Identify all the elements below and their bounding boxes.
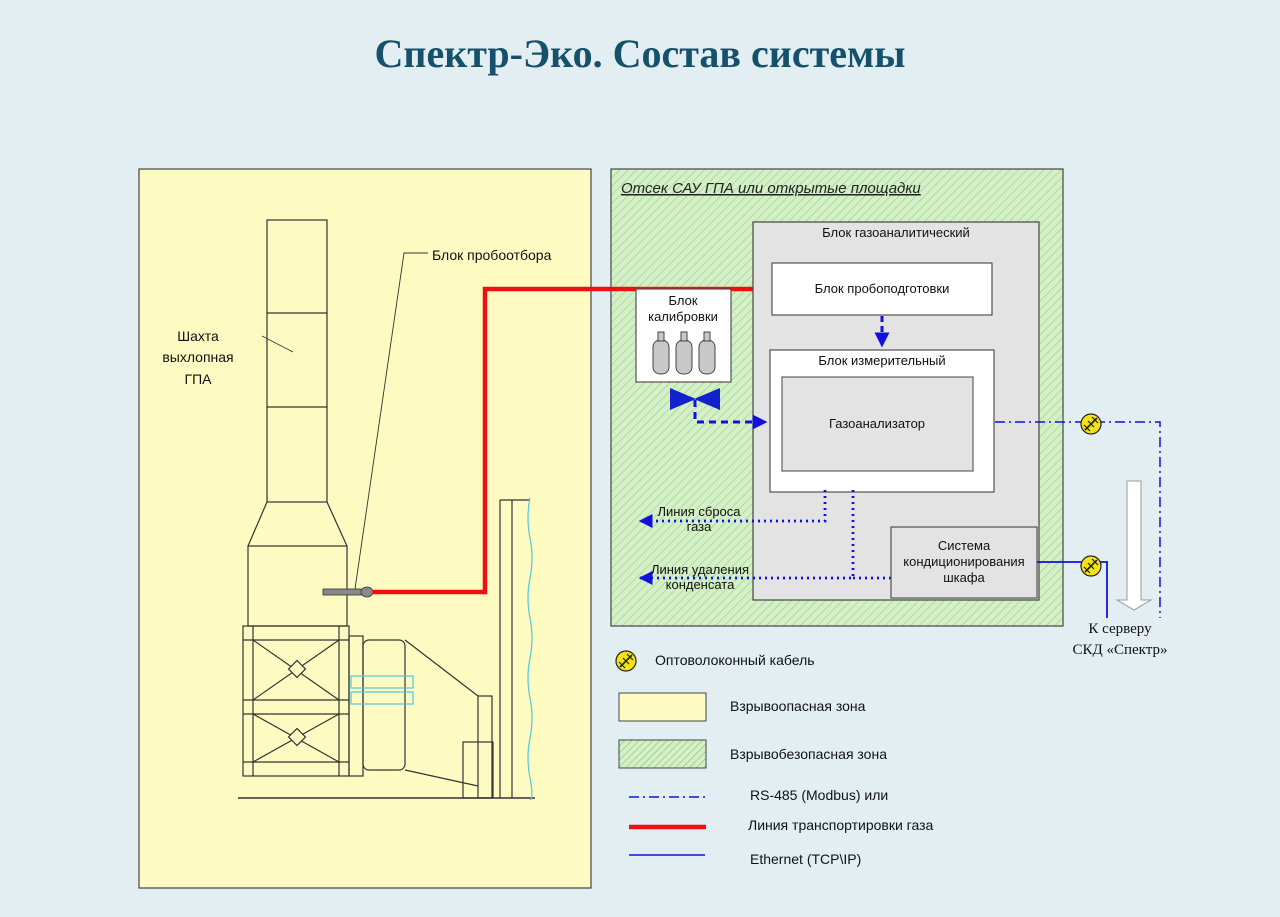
discharge-label-1: Линия сброса xyxy=(657,504,741,519)
calibration-label-1: Блок xyxy=(668,293,697,308)
valve-icon xyxy=(670,388,720,410)
legend-rs485: RS-485 (Modbus) или xyxy=(750,787,888,803)
server-label-2: СКД «Спектр» xyxy=(1072,642,1167,658)
legend-ethernet: Ethernet (TCP\IP) xyxy=(750,851,861,867)
probe xyxy=(322,588,364,596)
legend-fiber: Оптоволоконный кабель xyxy=(655,652,815,668)
conditioning-system xyxy=(890,526,1038,599)
calibration-label-2: калибровки xyxy=(648,309,718,324)
legend-safe: Взрывобезопасная зона xyxy=(730,746,887,762)
condensate-label-1: Линия удаления xyxy=(651,562,749,577)
server-arrow-icon xyxy=(1115,480,1153,611)
measure-label: Блок измерительный xyxy=(818,353,945,368)
conditioning-label-3: шкафа xyxy=(943,570,985,585)
conditioning-label-2: кондиционирования xyxy=(903,554,1024,569)
discharge-label-2: газа xyxy=(687,519,713,534)
condensate-label-2: конденсата xyxy=(666,577,735,592)
sample-prep-label: Блок пробоподготовки xyxy=(815,281,950,296)
hazard-zone xyxy=(138,168,592,889)
sample-prep-block xyxy=(771,262,993,316)
legend-hazard-swatch xyxy=(618,692,707,722)
gas-analyzer xyxy=(781,376,974,472)
exhaust-stack xyxy=(238,219,535,799)
probe-label: Блок пробоотбора xyxy=(432,247,552,263)
legend-safe-swatch xyxy=(618,739,707,769)
gas-analytic-label: Блок газоаналитический xyxy=(822,225,970,240)
legend: Оптоволоконный кабель Взрывоопасная зона… xyxy=(615,650,934,867)
wavy-line xyxy=(527,497,533,801)
stack-label: Шахта xyxy=(177,328,219,344)
gas-analyzer-label: Газоанализатор xyxy=(829,416,925,431)
ethernet-line xyxy=(1037,561,1108,618)
rs485-line xyxy=(995,421,1161,618)
stack-label-2: выхлопная xyxy=(162,349,233,365)
fiber-optic-icon xyxy=(615,650,637,672)
legend-hazard: Взрывоопасная зона xyxy=(730,698,866,714)
legend-gas-line: Линия транспортировки газа xyxy=(748,817,934,833)
stack-label-3: ГПА xyxy=(185,371,213,387)
fiber-optic-icon xyxy=(1080,413,1102,435)
probe-leader xyxy=(354,252,428,590)
server-label-1: К серверу xyxy=(1088,621,1152,637)
gas-transport-line xyxy=(372,286,775,595)
page-title: Спектр-Эко. Состав системы xyxy=(374,31,906,76)
safe-zone-title: Отсек САУ ГПА или открытые площадки xyxy=(621,180,921,197)
fiber-optic-icon xyxy=(1080,555,1102,577)
condensate-line xyxy=(638,490,855,585)
conditioning-label-1: Система xyxy=(938,538,991,553)
gas-discharge-line xyxy=(638,490,827,528)
